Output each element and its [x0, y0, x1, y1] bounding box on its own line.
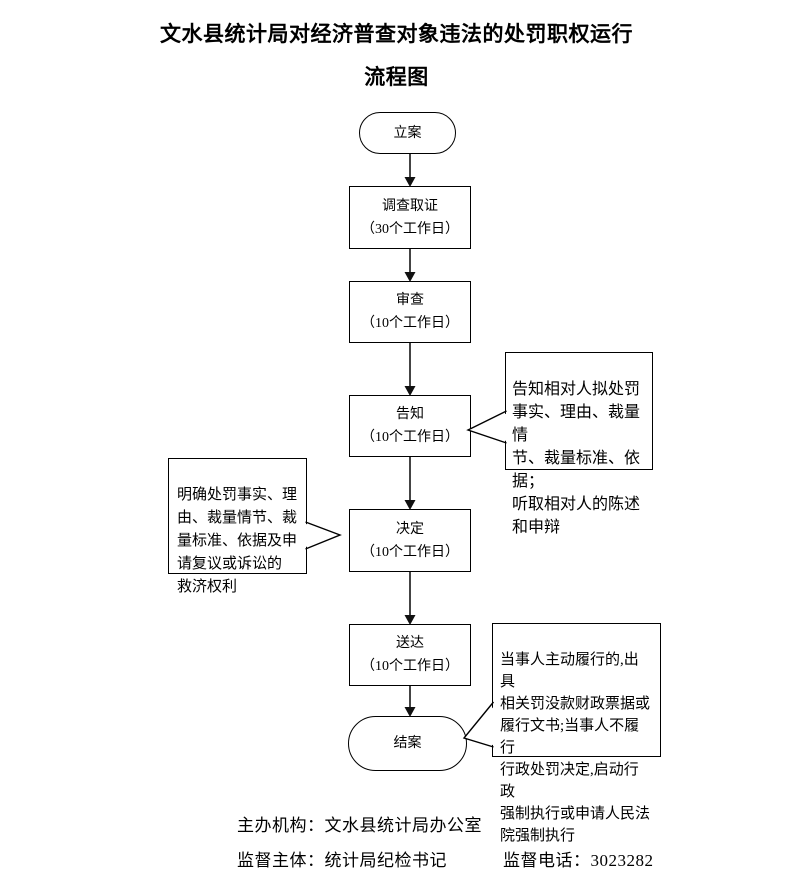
node-review: 审查 （10个工作日） [349, 281, 471, 343]
page-title: 文水县统计局对经济普查对象违法的处罚职权运行 [160, 22, 633, 46]
node-label: 决定 [396, 521, 424, 537]
callout-decision-note: 明确处罚事实、理 由、裁量情节、裁 量标准、依据及申 请复议或诉讼的 救济权利 [168, 458, 307, 595]
node-label: 立案 [393, 125, 422, 141]
node-case-filing: 立案 [359, 112, 456, 154]
node-label: 审查 [396, 293, 424, 308]
callout-text: 当事人主动履行的,出具 相关罚没款财政票据或 履行文书;当事人不履行 行政处罚决… [500, 652, 651, 844]
footer-organizer: 主办机构：文水县统计局办公室 [237, 816, 482, 835]
node-label: 送达 [396, 636, 424, 651]
callout-text: 告知相对人拟处罚 事实、理由、裁量情 节、裁量标准、依据； 听取相对人的陈述 和… [512, 381, 641, 536]
callout-closing-note: 当事人主动履行的,出具 相关罚没款财政票据或 履行文书;当事人不履行 行政处罚决… [492, 623, 661, 844]
node-duration: （10个工作日） [361, 316, 459, 331]
node-duration: （30个工作日） [361, 221, 459, 237]
node-notification: 告知 （10个工作日） [349, 395, 471, 457]
node-investigation: 调查取证 （30个工作日） [349, 186, 471, 249]
node-label: 告知 [396, 407, 424, 422]
callout-tails [303, 410, 510, 748]
node-duration: （10个工作日） [361, 659, 459, 674]
callout-notification-note: 告知相对人拟处罚 事实、理由、裁量情 节、裁量标准、依据； 听取相对人的陈述 和… [505, 352, 653, 536]
footer-phone: 监督电话：3023282 [503, 851, 654, 870]
node-duration: （10个工作日） [361, 544, 459, 560]
footer-supervisor: 监督主体：统计局纪检书记 [237, 851, 447, 870]
callout-text: 明确处罚事实、理 由、裁量情节、裁 量标准、依据及申 请复议或诉讼的 救济权利 [177, 487, 298, 595]
node-delivery: 送达 （10个工作日） [349, 624, 471, 686]
node-decision: 决定 （10个工作日） [349, 509, 471, 572]
node-case-closed: 结案 [348, 716, 467, 771]
page-title-line2: 流程图 [364, 65, 429, 89]
node-label: 调查取证 [382, 198, 438, 214]
node-label: 结案 [393, 736, 422, 751]
node-duration: （10个工作日） [361, 430, 459, 445]
